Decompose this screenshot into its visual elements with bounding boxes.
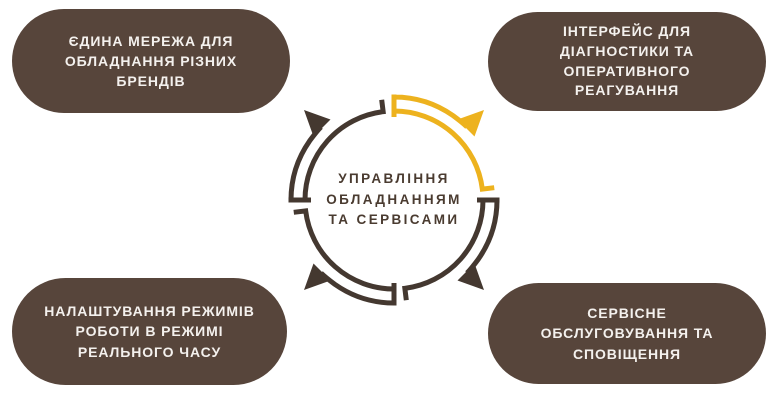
center-hub-label: УПРАВЛІННЯ ОБЛАДНАННЯМ ТА СЕРВІСАМИ bbox=[326, 170, 462, 228]
pill-service-notifications: СЕРВІСНЕ ОБСЛУГОВУВАННЯ ТА СПОВІЩЕННЯ bbox=[488, 283, 766, 384]
pill-diagnostics-interface: ІНТЕРФЕЙС ДЛЯ ДІАГНОСТИКИ ТА ОПЕРАТИВНОГ… bbox=[488, 12, 766, 111]
pill-unified-network: ЄДИНА МЕРЕЖА ДЛЯ ОБЛАДНАННЯ РІЗНИХ БРЕНД… bbox=[12, 9, 290, 113]
pill-realtime-modes: НАЛАШТУВАННЯ РЕЖИМІВ РОБОТИ В РЕЖИМІ РЕА… bbox=[12, 278, 287, 385]
